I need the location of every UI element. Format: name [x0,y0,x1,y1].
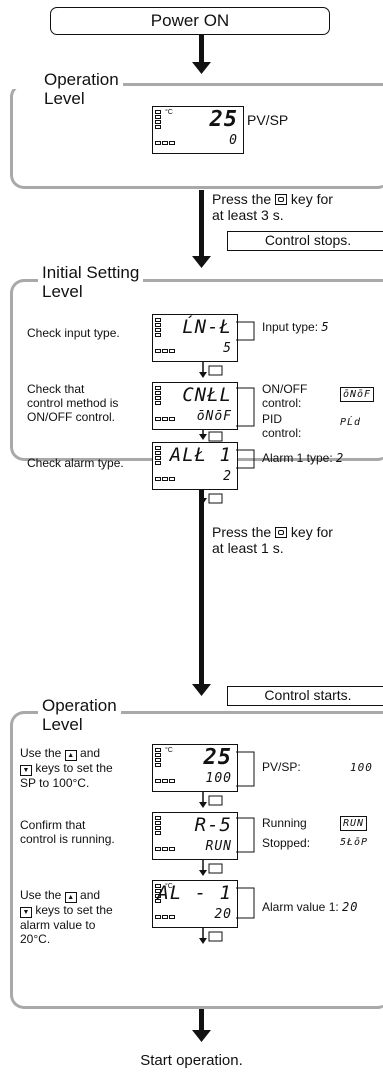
stopped-label: Stopped: [262,836,311,850]
pid-control-info: PID control: [262,412,302,440]
power-on-box: Power ON [50,7,330,35]
onoff-control-info: ON/OFF control: [262,382,308,410]
start-operation-label: Start operation. [140,1052,243,1069]
sp-value: 0 [229,133,238,148]
mode-key-icon [275,527,288,538]
run-stop-display: R-5 RUN [152,812,238,860]
pv-value: 25 [209,107,238,132]
pid-value: PĹd [340,417,362,428]
initial-setting-level-panel [10,279,383,461]
initial-setting-level-title: Initial Setting Level [38,263,144,301]
control-starts-box: Control starts. [227,686,383,706]
running-value: RUN [340,816,368,831]
stopped-value: 5ŁōP [340,837,369,848]
unit-indicator: °C [165,109,173,116]
control-method-display: CNŁL ōNōF [152,382,238,430]
alarm-value-info: Alarm value 1: 20 [262,900,359,914]
mode-key-icon [275,194,288,205]
pv-sp-value-2: 100 [350,761,373,774]
alarm-type-info: Alarm 1 type: 2 [262,451,345,465]
check-alarm-type-text: Check alarm type. [27,456,124,470]
control-stops-box: Control stops. [227,231,383,251]
set-alarm-instruction: Use the ▲ and ▼ keys to set the alarm va… [20,888,113,946]
alarm-type-display: ALŁ 1 2 [152,442,238,490]
pv-sp-label-2: PV/SP: [262,760,301,774]
onoff-value: ōNōF [340,387,375,402]
operation-level-title-2: Operation Level [38,696,121,734]
press-key-1s-text: Press the key for at least 1 s. [212,524,333,556]
alarm-value-display: °C AL - 1 20 [152,880,238,928]
input-type-info: Input type: 5 [262,320,330,334]
check-input-type-text: Check input type. [27,326,120,340]
confirm-running-text: Confirm that control is running. [20,818,115,846]
up-key-icon: ▲ [64,892,77,903]
check-control-method-text: Check that control method is ON/OFF cont… [27,382,119,424]
up-key-icon: ▲ [64,750,77,761]
down-key-icon: ▼ [20,765,32,776]
operation-level-title-1: Operation Level [40,70,123,108]
pv-sp-display-2: °C 25 100 [152,744,238,792]
down-key-icon: ▼ [20,907,32,918]
power-on-label: Power ON [150,11,230,30]
pv-sp-label-1: PV/SP [247,112,289,128]
running-label: Running [262,816,307,830]
input-type-display: ĹN-Ł 5 [152,314,238,362]
press-key-3s-text: Press the key for at least 3 s. [212,191,333,223]
pv-sp-display-1: °C 25 0 [152,106,244,154]
set-sp-instruction: Use the ▲ and ▼ keys to set the SP to 10… [20,746,113,790]
